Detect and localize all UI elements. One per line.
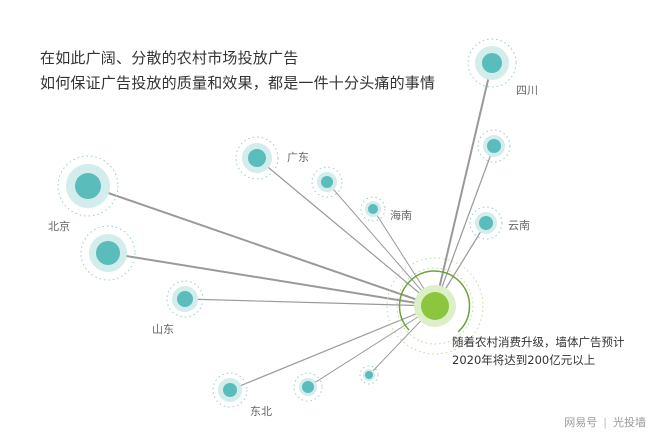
label-dongbei: 东北 <box>250 405 272 418</box>
center-note-line-1: 随着农村消费升级，墙体广告预计 <box>452 335 625 349</box>
connector-dongbei <box>229 305 436 391</box>
node-beijing <box>57 155 119 217</box>
headline: 在如此广阔、分散的农村市场投放广告 如何保证广告投放的质量和效果，都是一件十分头… <box>40 46 435 96</box>
node-yunnan <box>469 206 503 240</box>
node-shandong <box>166 280 204 318</box>
center-node <box>386 257 484 355</box>
label-yunnan: 云南 <box>508 219 530 232</box>
label-hainan: 海南 <box>390 208 412 222</box>
node-guangdong <box>235 136 279 180</box>
connector-north <box>107 252 436 307</box>
connector-guangdong <box>256 157 436 307</box>
watermark-account: 光投墙 <box>613 416 646 429</box>
watermark-separator: | <box>603 416 607 429</box>
connector-beijing <box>87 185 436 307</box>
connector-lines <box>87 62 495 391</box>
connector-shandong <box>184 298 436 307</box>
label-shandong: 山东 <box>152 323 174 336</box>
node-lower-mid <box>293 372 323 402</box>
center-note-line-2: 2020年将达到200亿元以上 <box>452 353 596 367</box>
node-hainan <box>360 196 386 222</box>
node-sichuan <box>467 38 517 88</box>
connector-upper-right <box>434 145 495 307</box>
node-lower-small <box>359 365 379 385</box>
connector-guangdong-east <box>326 181 436 307</box>
watermark-source: 网易号 <box>564 416 598 429</box>
node-dongbei <box>212 372 248 408</box>
label-sichuan: 四川 <box>516 84 538 97</box>
node-north <box>80 225 136 281</box>
headline-line-1: 在如此广阔、分散的农村市场投放广告 <box>40 49 299 67</box>
headline-line-2: 如何保证广告投放的质量和效果，都是一件十分头痛的事情 <box>40 74 436 92</box>
node-upper-right <box>477 129 511 163</box>
connector-lower-mid <box>307 305 436 388</box>
label-guangdong: 广东 <box>287 151 309 164</box>
node-guangdong-east <box>311 166 343 198</box>
label-beijing: 北京 <box>48 219 70 233</box>
center-note: 随着农村消费升级，墙体广告预计 2020年将达到200亿元以上 <box>452 333 625 369</box>
connector-sichuan <box>434 62 493 307</box>
watermark: 网易号 | 光投墙 <box>564 414 646 430</box>
